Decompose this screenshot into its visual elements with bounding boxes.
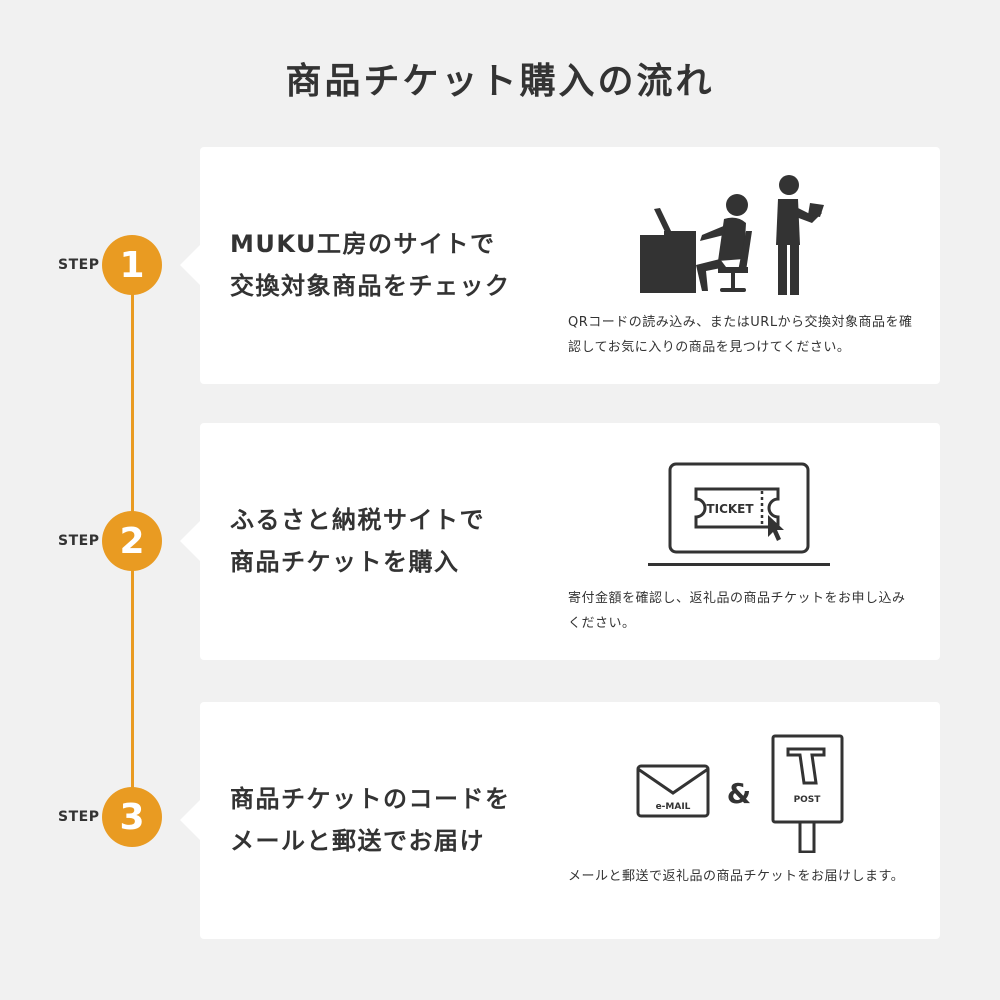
ampersand-text: &: [727, 777, 751, 810]
post-text: POST: [794, 795, 822, 805]
step-number-2: 2: [102, 511, 162, 571]
step-card-2: ふるさと納税サイトで 商品チケットを購入 TICKET 寄付金額を確認し、返礼品…: [180, 423, 940, 660]
laptop-ticket-icon: TICKET: [648, 462, 830, 566]
email-text: e-MAIL: [656, 802, 691, 812]
ticket-text: TICKET: [706, 502, 754, 516]
step-heading-1-line-1: MUKU工房のサイトで: [230, 230, 496, 258]
step-heading-2-line-2: 商品チケットを購入: [230, 548, 460, 576]
step-heading-1: MUKU工房のサイトで 交換対象商品をチェック: [230, 223, 560, 307]
step-heading-3-line-1: 商品チケットのコードを: [230, 785, 511, 813]
step-card-3: 商品チケットのコードを メールと郵送でお届け e-MAIL & POST メール…: [180, 702, 940, 939]
step-number-3: 3: [102, 787, 162, 847]
email-and-postbox-icon: e-MAIL & POST: [636, 734, 844, 853]
step-description-1: QRコードの読み込み、またはURLから交換対象商品を確認してお気に入りの商品を見…: [568, 315, 913, 355]
page-title: 商品チケット購入の流れ: [285, 61, 715, 102]
step-label-2: STEP: [58, 533, 100, 549]
step-heading-3: 商品チケットのコードを メールと郵送でお届け: [230, 778, 560, 862]
step-card-1: MUKU工房のサイトで 交換対象商品をチェック QRコードの読み込み、またはUR…: [180, 147, 940, 384]
step-heading-2-line-1: ふるさと納税サイトで: [230, 506, 485, 534]
step-label-1: STEP: [58, 257, 100, 273]
step-heading-1-line-2: 交換対象商品をチェック: [230, 272, 511, 300]
person-at-computer-and-person-reading-icon: [640, 175, 824, 295]
step-description-3: メールと郵送で返礼品の商品チケットをお届けします。: [568, 869, 905, 884]
step-heading-3-line-2: メールと郵送でお届け: [230, 827, 485, 855]
step-number-1: 1: [102, 235, 162, 295]
step-description-2: 寄付金額を確認し、返礼品の商品チケットをお申し込みください。: [568, 591, 906, 631]
step-heading-2: ふるさと納税サイトで 商品チケットを購入: [230, 499, 560, 583]
step-label-3: STEP: [58, 809, 100, 825]
